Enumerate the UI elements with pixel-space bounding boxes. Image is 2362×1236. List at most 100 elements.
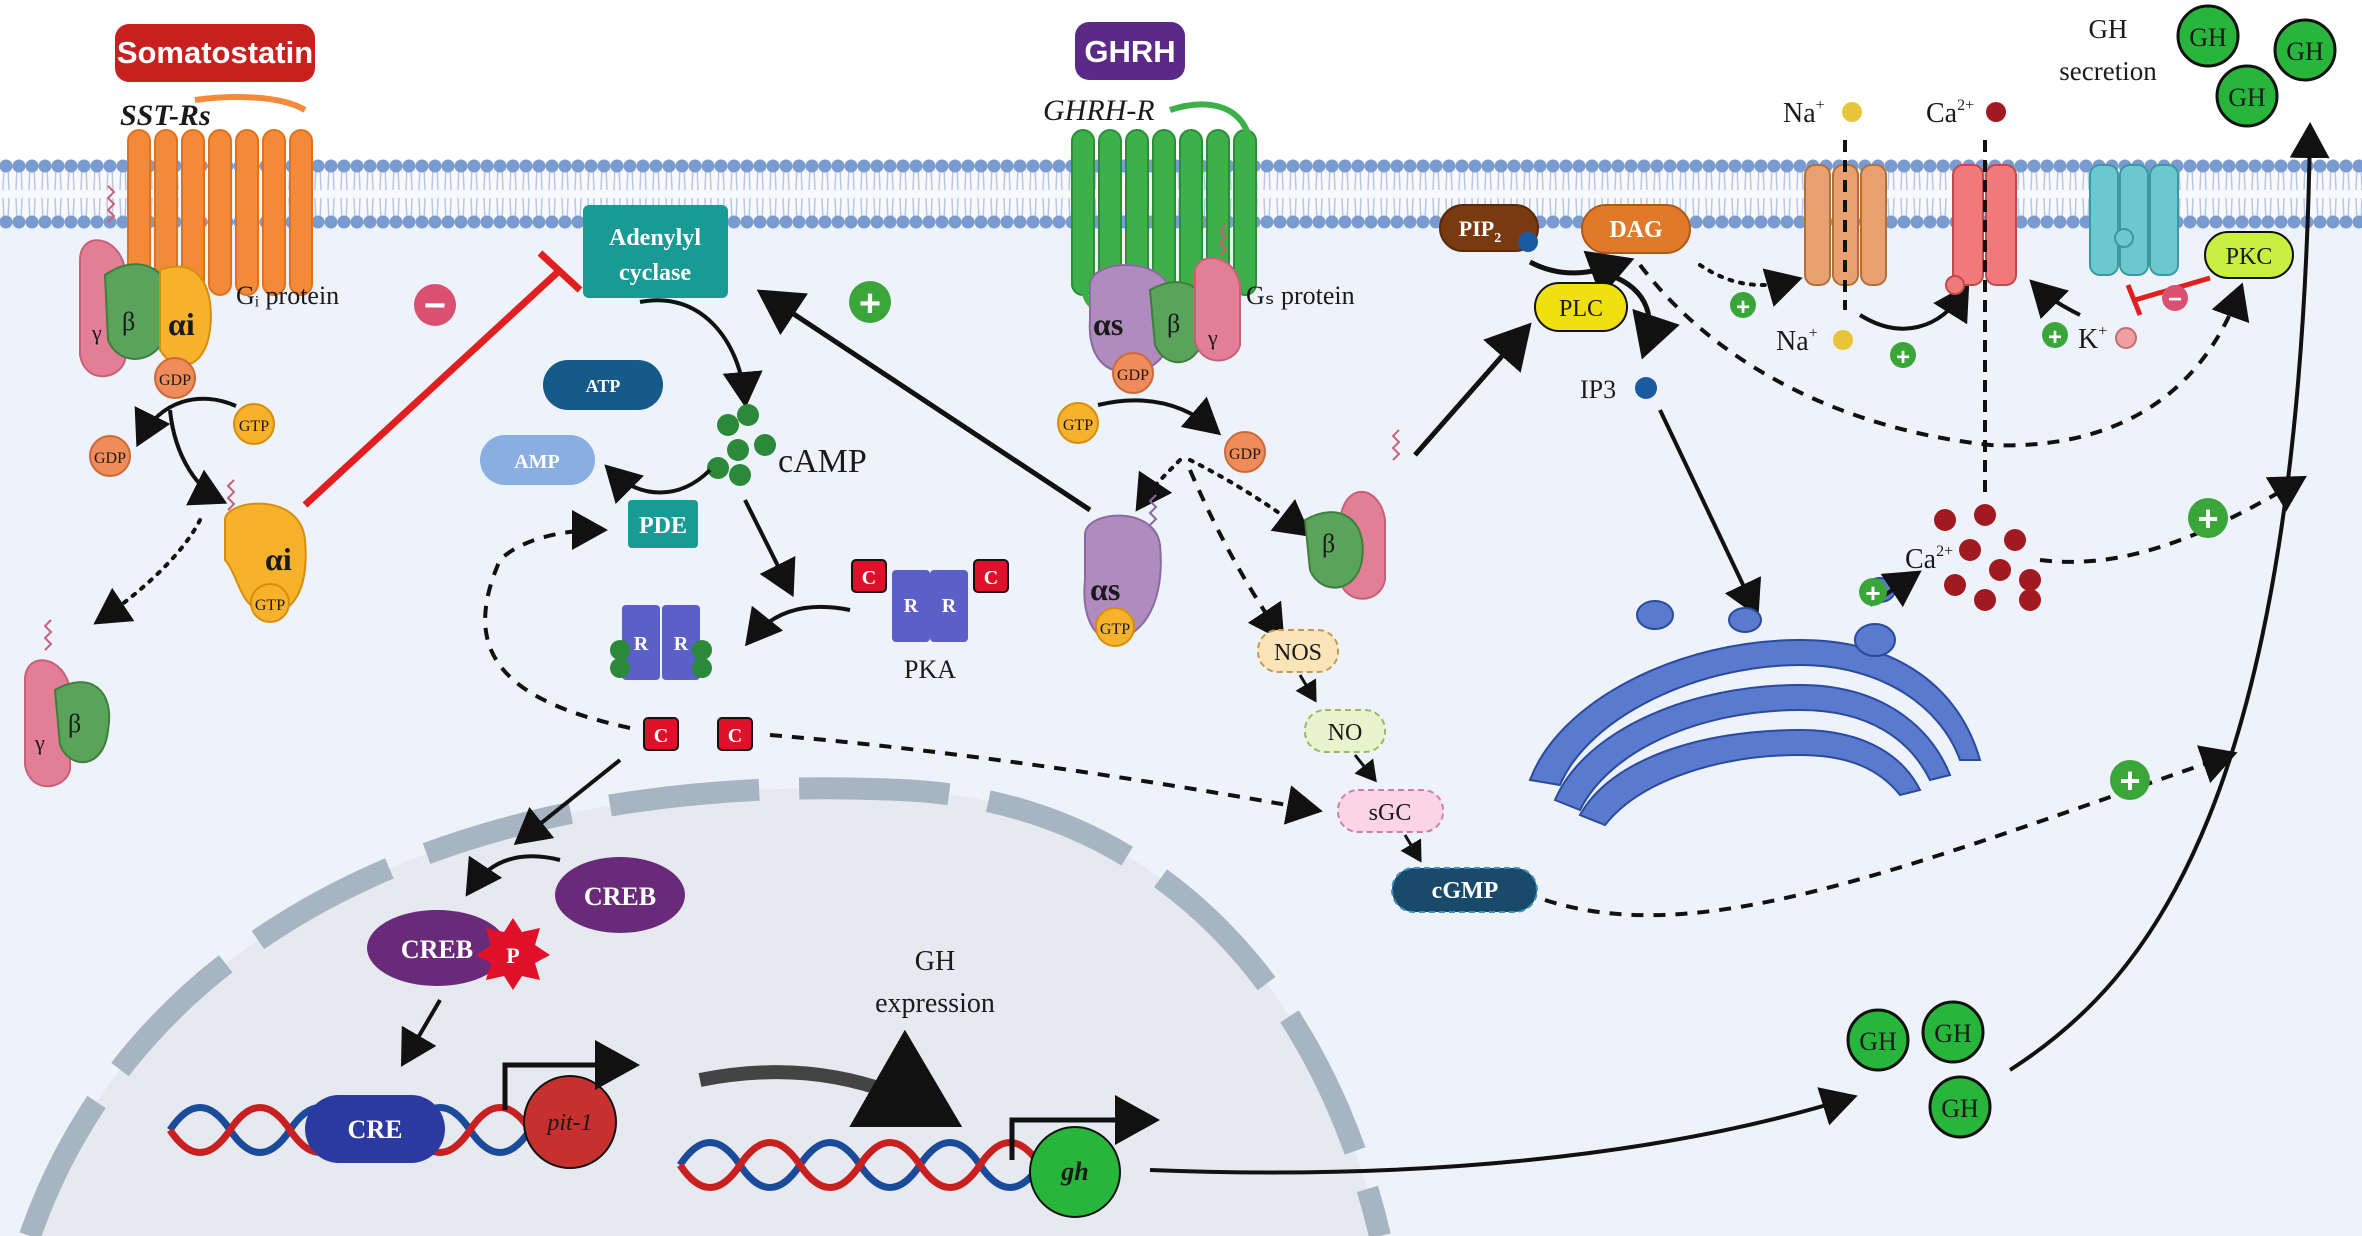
cgmp: cGMP — [1391, 867, 1538, 913]
inhibition-bar — [537, 250, 583, 293]
svg-text:GDP: GDP — [1117, 367, 1149, 384]
beta-gamma-release-right-arrow — [1188, 458, 1312, 537]
creb-phosphorylation-arrow — [465, 854, 561, 897]
endoplasmic-reticulum — [1528, 577, 1982, 827]
svg-text:GH: GH — [1941, 1094, 1979, 1123]
plc: PLC — [1534, 282, 1628, 332]
gh-secretion-arrow — [2008, 122, 2330, 1072]
svg-text:IP3: IP3 — [1580, 375, 1616, 404]
gs-gtp-exchange: GTP GDP — [1057, 396, 1266, 473]
svg-text:GTP: GTP — [255, 597, 285, 614]
sst-receptor — [127, 94, 313, 316]
ca-to-secretion-arrow — [2039, 475, 2307, 564]
svg-text:GTP: GTP — [239, 418, 269, 435]
svg-text:DAG: DAG — [1609, 217, 1663, 243]
svg-text:CRE: CRE — [348, 1115, 403, 1144]
ca-channel: Ca2+ — [1926, 97, 2017, 500]
gh-secretion-label: GH secretion — [2059, 14, 2157, 86]
gh-cluster-top: GH GH GH — [2176, 4, 2337, 128]
plus-sign-dag: + — [1730, 292, 1756, 321]
svg-text:Ca2+: Ca2+ — [1905, 543, 1953, 575]
pka-activation-arrow — [744, 604, 851, 647]
camp: cAMP — [707, 404, 867, 486]
svg-text:PKC: PKC — [2226, 244, 2273, 270]
gh-cluster-bottom: GH GH GH — [1846, 1000, 1992, 1139]
svg-text:R: R — [942, 595, 957, 617]
dag-to-na-channel-arrow — [1698, 263, 1803, 307]
svg-text:R: R — [904, 595, 919, 617]
svg-text:pit-1: pit-1 — [545, 1110, 592, 1136]
svg-text:−: − — [2168, 286, 2182, 313]
sst-receptor-label: SST-Rs — [120, 99, 211, 132]
pit1-to-gh-arrow — [698, 1029, 963, 1127]
svg-text:αs: αs — [1093, 306, 1123, 342]
svg-text:GDP: GDP — [94, 450, 126, 467]
pip2-to-ip3-arrow — [1609, 272, 1680, 360]
svg-text:αi: αi — [265, 541, 292, 577]
pka-to-creb-arrow — [513, 758, 622, 845]
svg-text:GHRH: GHRH — [1084, 34, 1175, 69]
svg-text:+: + — [2197, 498, 2218, 539]
svg-text:PDE: PDE — [639, 513, 687, 539]
pka-to-pde-arrow — [483, 510, 631, 730]
svg-text:PKA: PKA — [904, 655, 956, 684]
svg-text:β: β — [68, 709, 81, 738]
activated-alpha-s: αs GTP — [1083, 494, 1162, 647]
svg-text:PIP2: PIP2 — [1459, 216, 1501, 246]
svg-text:C: C — [984, 567, 998, 589]
cgmp-to-secretion-arrow — [1544, 745, 2238, 918]
svg-text:+: + — [1896, 344, 1910, 371]
camp-to-pka-arrow — [743, 499, 796, 598]
svg-text:+: + — [1736, 294, 1750, 321]
pka-regulatory-camp: R R — [610, 605, 712, 680]
svg-text:C: C — [654, 725, 668, 747]
nos-to-no-arrow — [1295, 674, 1317, 703]
svg-text:C: C — [862, 567, 876, 589]
gs-protein-complex: αs β γ GDP — [1088, 224, 1241, 394]
alpha-s-to-ac-arrow — [756, 289, 1092, 513]
ghrh-ligand: GHRH — [1075, 22, 1185, 80]
svg-text:αs: αs — [1090, 571, 1120, 607]
svg-text:GH: GH — [2286, 37, 2324, 66]
svg-text:CREB: CREB — [584, 882, 656, 911]
ip3-to-er-arrow — [1658, 409, 1762, 618]
gs-protein-label: Gₛ protein — [1246, 281, 1355, 310]
no: NO — [1304, 709, 1386, 753]
k-channel: K+ — [2078, 164, 2179, 355]
plus-sign-er: + — [1859, 578, 1887, 608]
somatostatin-ligand: Somatostatin — [115, 24, 315, 82]
svg-text:GTP: GTP — [1100, 621, 1130, 638]
amp: AMP — [480, 435, 595, 485]
svg-text:gh: gh — [1060, 1157, 1088, 1186]
svg-text:GDP: GDP — [1229, 446, 1261, 463]
beta-gamma-to-plc-arrow — [1413, 322, 1532, 457]
pka-catalytic-subunits: C C — [643, 717, 753, 751]
svg-text:NOS: NOS — [1274, 640, 1322, 666]
svg-text:β: β — [1167, 309, 1180, 338]
camp-to-amp-arrow — [604, 464, 712, 504]
minus-sign-pkc: − — [2162, 285, 2188, 313]
svg-text:expression: expression — [875, 988, 995, 1019]
atp: ATP — [543, 360, 663, 410]
minus-sign: − — [414, 284, 456, 327]
svg-text:+: + — [2048, 324, 2062, 351]
activated-alpha-i: αi GTP — [224, 479, 307, 623]
svg-text:β: β — [122, 307, 135, 336]
svg-text:ATP: ATP — [586, 376, 621, 396]
dag: DAG — [1581, 204, 1691, 254]
pkc: PKC — [2204, 231, 2294, 279]
na-channel: Na+ Na+ — [1776, 97, 1887, 357]
svg-text:β: β — [1322, 529, 1335, 558]
svg-text:PLC: PLC — [1559, 296, 1603, 322]
pip2-to-dag-arrow — [1528, 250, 1635, 298]
ca-cluster: Ca2+ — [1905, 504, 2041, 611]
svg-text:Ca2+: Ca2+ — [1926, 97, 1974, 129]
svg-text:+: + — [859, 283, 881, 325]
svg-text:γ: γ — [34, 730, 45, 755]
nos: NOS — [1257, 629, 1339, 673]
inhibition-line — [302, 267, 563, 508]
svg-text:Adenylyl: Adenylyl — [609, 225, 701, 251]
k-to-ca-channel-arrow — [2029, 279, 2081, 319]
svg-text:Somatostatin: Somatostatin — [117, 35, 313, 70]
